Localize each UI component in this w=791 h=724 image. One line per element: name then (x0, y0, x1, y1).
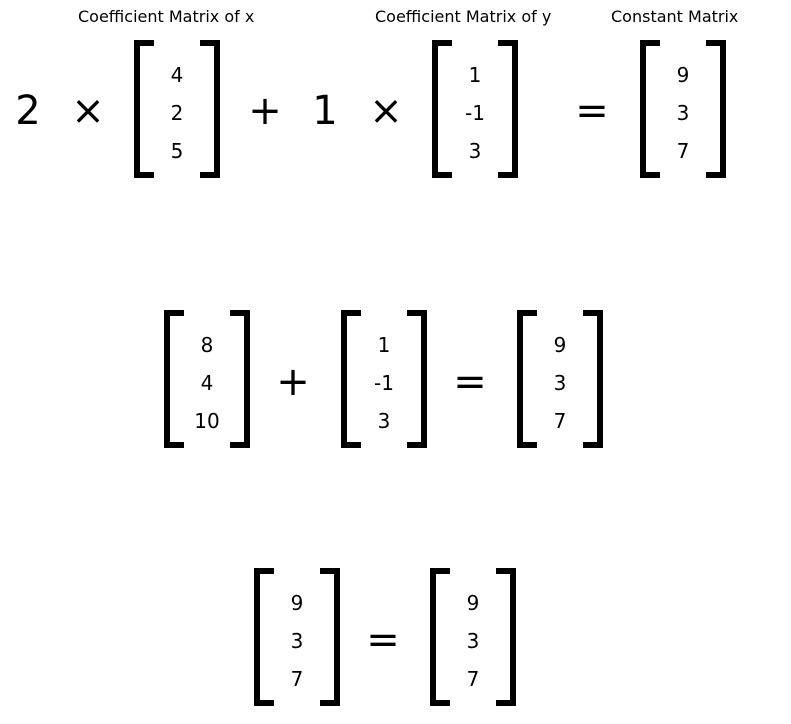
matrix-cell: 3 (553, 371, 567, 395)
right-bracket (230, 310, 250, 448)
multiply-sign: × (369, 88, 403, 134)
right-bracket (320, 568, 340, 706)
matrix-cell: 10 (194, 409, 220, 433)
sum-matrix: 9 3 7 (254, 568, 340, 706)
matrix-cell: 1 (377, 333, 391, 357)
constant-matrix: 9 3 7 (430, 568, 516, 706)
matrix-cell: 9 (466, 591, 480, 615)
matrix-cell: 3 (468, 139, 482, 163)
matrix-cell: -1 (374, 371, 394, 395)
plus-sign: + (276, 359, 310, 405)
coefficient-x-label: Coefficient Matrix of x (78, 7, 255, 26)
matrix-cell: 3 (466, 629, 480, 653)
right-bracket (200, 40, 220, 178)
scaled-matrix-x: 8 4 10 (164, 310, 250, 448)
equals-sign: = (575, 88, 609, 134)
plus-sign: + (248, 88, 282, 134)
scalar-x: 2 (15, 88, 41, 134)
matrix-cell: 7 (676, 139, 690, 163)
matrix-cell: 1 (468, 63, 482, 87)
matrix-cell: 3 (676, 101, 690, 125)
left-bracket (517, 310, 537, 448)
left-bracket (640, 40, 660, 178)
left-bracket (254, 568, 274, 706)
constant-matrix: 9 3 7 (517, 310, 603, 448)
matrix-cell: 8 (200, 333, 214, 357)
matrix-cell: 3 (377, 409, 391, 433)
right-bracket (583, 310, 603, 448)
left-bracket (432, 40, 452, 178)
multiply-sign: × (71, 88, 105, 134)
matrix-cell: 9 (676, 63, 690, 87)
equals-sign: = (453, 359, 487, 405)
matrix-cell: 9 (290, 591, 304, 615)
constant-matrix: 9 3 7 (640, 40, 726, 178)
matrix-cell: 7 (553, 409, 567, 433)
constant-matrix-label: Constant Matrix (611, 7, 739, 26)
coefficient-matrix-y: 1 -1 3 (432, 40, 518, 178)
right-bracket (407, 310, 427, 448)
left-bracket (134, 40, 154, 178)
matrix-cell: 9 (553, 333, 567, 357)
right-bracket (706, 40, 726, 178)
scalar-y: 1 (312, 88, 338, 134)
coefficient-matrix-x: 4 2 5 (134, 40, 220, 178)
matrix-cell: 5 (170, 139, 184, 163)
left-bracket (430, 568, 450, 706)
left-bracket (341, 310, 361, 448)
matrix-cell: 4 (170, 63, 184, 87)
matrix-cell: 7 (290, 667, 304, 691)
right-bracket (498, 40, 518, 178)
matrix-cell: 4 (200, 371, 214, 395)
matrix-cell: 3 (290, 629, 304, 653)
left-bracket (164, 310, 184, 448)
matrix-cell: -1 (465, 101, 485, 125)
coefficient-y-label: Coefficient Matrix of y (375, 7, 552, 26)
matrix-cell: 2 (170, 101, 184, 125)
scaled-matrix-y: 1 -1 3 (341, 310, 427, 448)
equals-sign: = (366, 617, 400, 663)
matrix-cell: 7 (466, 667, 480, 691)
right-bracket (496, 568, 516, 706)
